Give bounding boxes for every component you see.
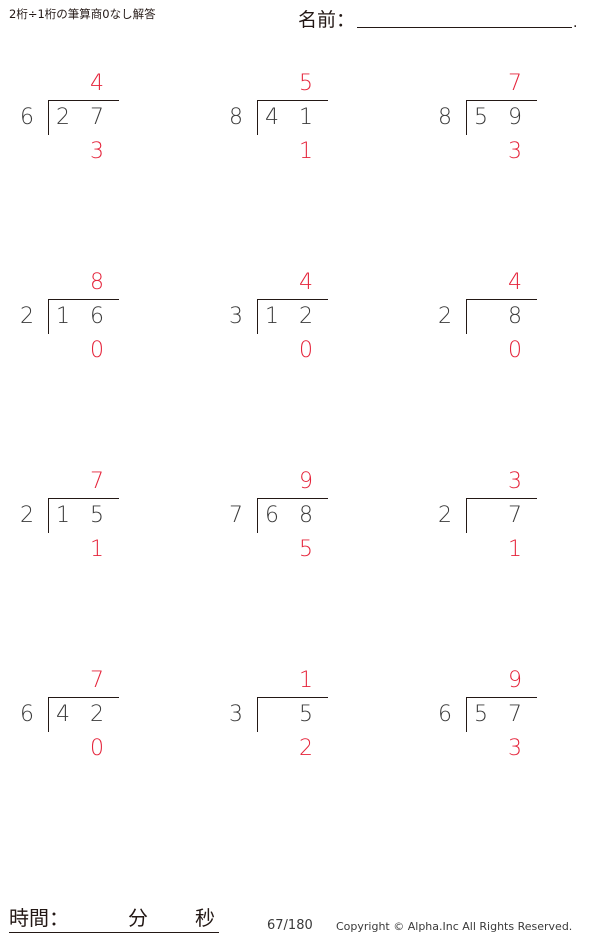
divisor: 3 xyxy=(229,304,243,329)
division-bracket xyxy=(257,100,328,135)
quotient: 7 xyxy=(90,668,104,693)
divisor: 6 xyxy=(438,702,452,727)
worksheet-title: 2桁÷1桁の筆算商0なし解答 xyxy=(9,7,156,21)
name-label: 名前： xyxy=(298,9,356,31)
quotient: 3 xyxy=(508,469,522,494)
dividend-ones: 7 xyxy=(508,702,522,727)
dividend-ones: 5 xyxy=(299,702,313,727)
dividend-tens: 2 xyxy=(56,105,70,130)
dividend-tens: 4 xyxy=(265,105,279,130)
remainder: 0 xyxy=(90,338,104,363)
divisor: 8 xyxy=(229,105,243,130)
dividend-tens: 1 xyxy=(56,503,70,528)
division-bracket xyxy=(48,100,119,135)
division-problem-5: 4 3 1 2 0 xyxy=(223,271,343,371)
quotient: 4 xyxy=(508,270,522,295)
division-problem-6: 4 2 8 0 xyxy=(432,271,552,371)
quotient: 9 xyxy=(299,469,313,494)
dividend-tens: 6 xyxy=(265,503,279,528)
dividend-ones: 9 xyxy=(508,105,522,130)
division-bracket xyxy=(48,498,119,533)
remainder: 1 xyxy=(90,537,104,562)
divisor: 7 xyxy=(229,503,243,528)
quotient: 1 xyxy=(299,668,313,693)
divisor: 2 xyxy=(438,503,452,528)
remainder: 3 xyxy=(90,139,104,164)
dividend-ones: 1 xyxy=(299,105,313,130)
divisor: 6 xyxy=(20,702,34,727)
division-problem-1: 4 6 2 7 3 xyxy=(14,72,134,172)
dividend-ones: 8 xyxy=(299,503,313,528)
dividend-tens: 5 xyxy=(474,105,488,130)
division-problem-3: 7 8 5 9 3 xyxy=(432,72,552,172)
division-bracket xyxy=(466,100,537,135)
remainder: 1 xyxy=(508,537,522,562)
remainder: 5 xyxy=(299,537,313,562)
remainder: 0 xyxy=(90,736,104,761)
dividend-ones: 8 xyxy=(508,304,522,329)
division-bracket xyxy=(257,498,328,533)
name-period: . xyxy=(573,15,578,31)
seconds-label: 秒 xyxy=(195,906,215,930)
division-problem-2: 5 8 4 1 1 xyxy=(223,72,343,172)
dividend-ones: 2 xyxy=(90,702,104,727)
remainder: 0 xyxy=(299,338,313,363)
divisor: 2 xyxy=(20,503,34,528)
quotient: 7 xyxy=(508,71,522,96)
division-problem-11: 1 3 5 2 xyxy=(223,669,343,769)
dividend-ones: 6 xyxy=(90,304,104,329)
division-problem-8: 9 7 6 8 5 xyxy=(223,470,343,570)
quotient: 8 xyxy=(90,270,104,295)
dividend-ones: 2 xyxy=(299,304,313,329)
remainder: 0 xyxy=(508,338,522,363)
division-bracket xyxy=(48,299,119,334)
remainder: 2 xyxy=(299,736,313,761)
division-problem-9: 3 2 7 1 xyxy=(432,470,552,570)
dividend-tens: 5 xyxy=(474,702,488,727)
remainder: 1 xyxy=(299,139,313,164)
division-problem-12: 9 6 5 7 3 xyxy=(432,669,552,769)
division-bracket xyxy=(466,697,537,732)
page-number: 67/180 xyxy=(267,918,313,933)
quotient: 7 xyxy=(90,469,104,494)
dividend-ones: 7 xyxy=(90,105,104,130)
quotient: 4 xyxy=(299,270,313,295)
quotient: 9 xyxy=(508,668,522,693)
time-field[interactable]: 時間： 分 秒 xyxy=(9,905,219,933)
division-problem-10: 7 6 4 2 0 xyxy=(14,669,134,769)
dividend-tens: 4 xyxy=(56,702,70,727)
dividend-tens: 1 xyxy=(56,304,70,329)
dividend-tens: 1 xyxy=(265,304,279,329)
remainder: 3 xyxy=(508,139,522,164)
division-bracket xyxy=(48,697,119,732)
name-field: 名前： . xyxy=(298,6,577,32)
minutes-label: 分 xyxy=(128,906,148,930)
remainder: 3 xyxy=(508,736,522,761)
divisor: 3 xyxy=(229,702,243,727)
quotient: 4 xyxy=(90,71,104,96)
division-problem-4: 8 2 1 6 0 xyxy=(14,271,134,371)
divisor: 8 xyxy=(438,105,452,130)
quotient: 5 xyxy=(299,71,313,96)
division-bracket xyxy=(257,697,328,732)
dividend-ones: 5 xyxy=(90,503,104,528)
division-bracket xyxy=(466,299,537,334)
dividend-ones: 7 xyxy=(508,503,522,528)
divisor: 2 xyxy=(438,304,452,329)
division-bracket xyxy=(466,498,537,533)
divisor: 2 xyxy=(20,304,34,329)
time-label: 時間： xyxy=(9,906,69,930)
division-bracket xyxy=(257,299,328,334)
name-blank-line[interactable] xyxy=(357,27,573,28)
divisor: 6 xyxy=(20,105,34,130)
division-problem-7: 7 2 1 5 1 xyxy=(14,470,134,570)
copyright-notice: Copyright © Alpha.Inc All Rights Reserve… xyxy=(336,920,573,933)
